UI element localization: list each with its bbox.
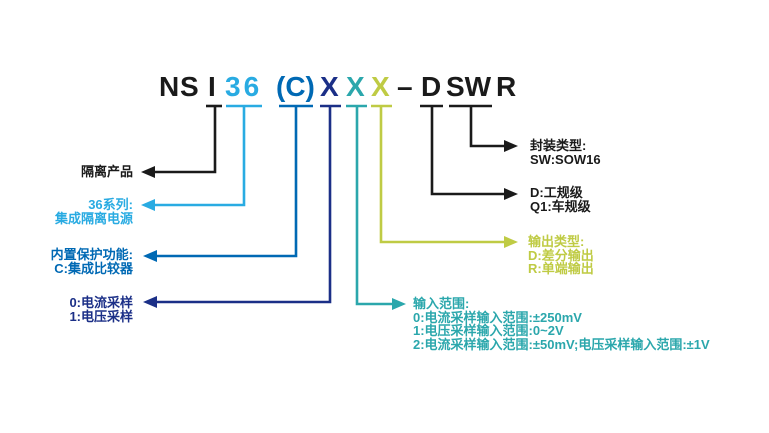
connector-isolation-line [155,106,217,174]
label-line: 集成隔离电源 [54,210,133,226]
label-line: 内置保护功能: [50,247,133,262]
label-line: 输出类型: [528,234,585,249]
connector-protection-line [157,106,298,258]
label-series: 36系列: 集成隔离电源 [55,198,133,225]
label-package: 封装类型: SW:SOW16 [530,139,601,166]
pn-seg-i: I [208,71,216,102]
label-line: 36系列: [88,197,133,212]
label-sampling: 0:电流采样 1:电压采样 [69,296,133,323]
pn-seg-package: SW [446,71,492,102]
label-line: D:差分输出 [528,247,594,263]
connector-sampling-line [157,106,332,304]
connector-grade-arrow [504,188,518,200]
connector-series-line [155,106,246,207]
connector-series-arrow [141,199,155,211]
label-line: SW:SOW16 [530,151,601,167]
label-input-range: 输入范围: 0:电流采样输入范围:±250mV 1:电压采样输入范围:0~2V … [413,297,710,351]
connector-output-type-line [379,106,504,244]
label-line: 1:电压采样输入范围:0~2V [413,323,564,338]
label-line: Q1:车规级 [530,198,591,214]
connector-input-range-line [355,106,392,306]
label-line: 封装类型: [530,138,587,153]
pn-seg-s: S [180,71,199,102]
label-line: 1:电压采样 [69,308,133,324]
connector-grade-line [430,106,504,196]
pn-seg-dash: – [397,71,413,102]
pn-seg-sampling-x: X [320,71,339,102]
pn-seg-series: 36 [225,71,263,102]
label-line: 0:电流采样输入范围:±250mV [413,309,582,325]
label-line: 输入范围: [413,296,470,311]
pn-seg-protection: (C) [276,71,315,102]
connector-package-arrow [504,140,518,152]
pn-seg-input-range-x: X [346,71,365,102]
pn-seg-output-type-x: X [371,71,390,102]
label-line: 0:电流采样 [69,295,133,310]
connector-protection-arrow [143,250,157,262]
connector-sampling-arrow [143,296,157,308]
pn-seg-r: R [496,71,517,102]
label-line: 2:电流采样输入范围:±50mV;电压采样输入范围:±1V [413,336,710,352]
label-protection: 内置保护功能: C:集成比较器 [51,248,133,275]
label-line: C:集成比较器 [54,260,133,276]
connector-input-range-arrow [392,298,406,310]
label-line: D:工规级 [530,185,583,200]
label-output-type: 输出类型: D:差分输出 R:单端输出 [528,235,594,276]
connector-output-type-arrow [504,236,518,248]
label-isolation-product: 隔离产品 [81,165,133,179]
pn-seg-n: N [159,71,180,102]
label-grade: D:工规级 Q1:车规级 [530,186,591,213]
pn-seg-grade: D [421,71,442,102]
connector-package-line [469,106,504,148]
label-line: R:单端输出 [528,261,594,276]
label-line: 隔离产品 [80,164,133,179]
connector-isolation-arrow [141,166,155,178]
